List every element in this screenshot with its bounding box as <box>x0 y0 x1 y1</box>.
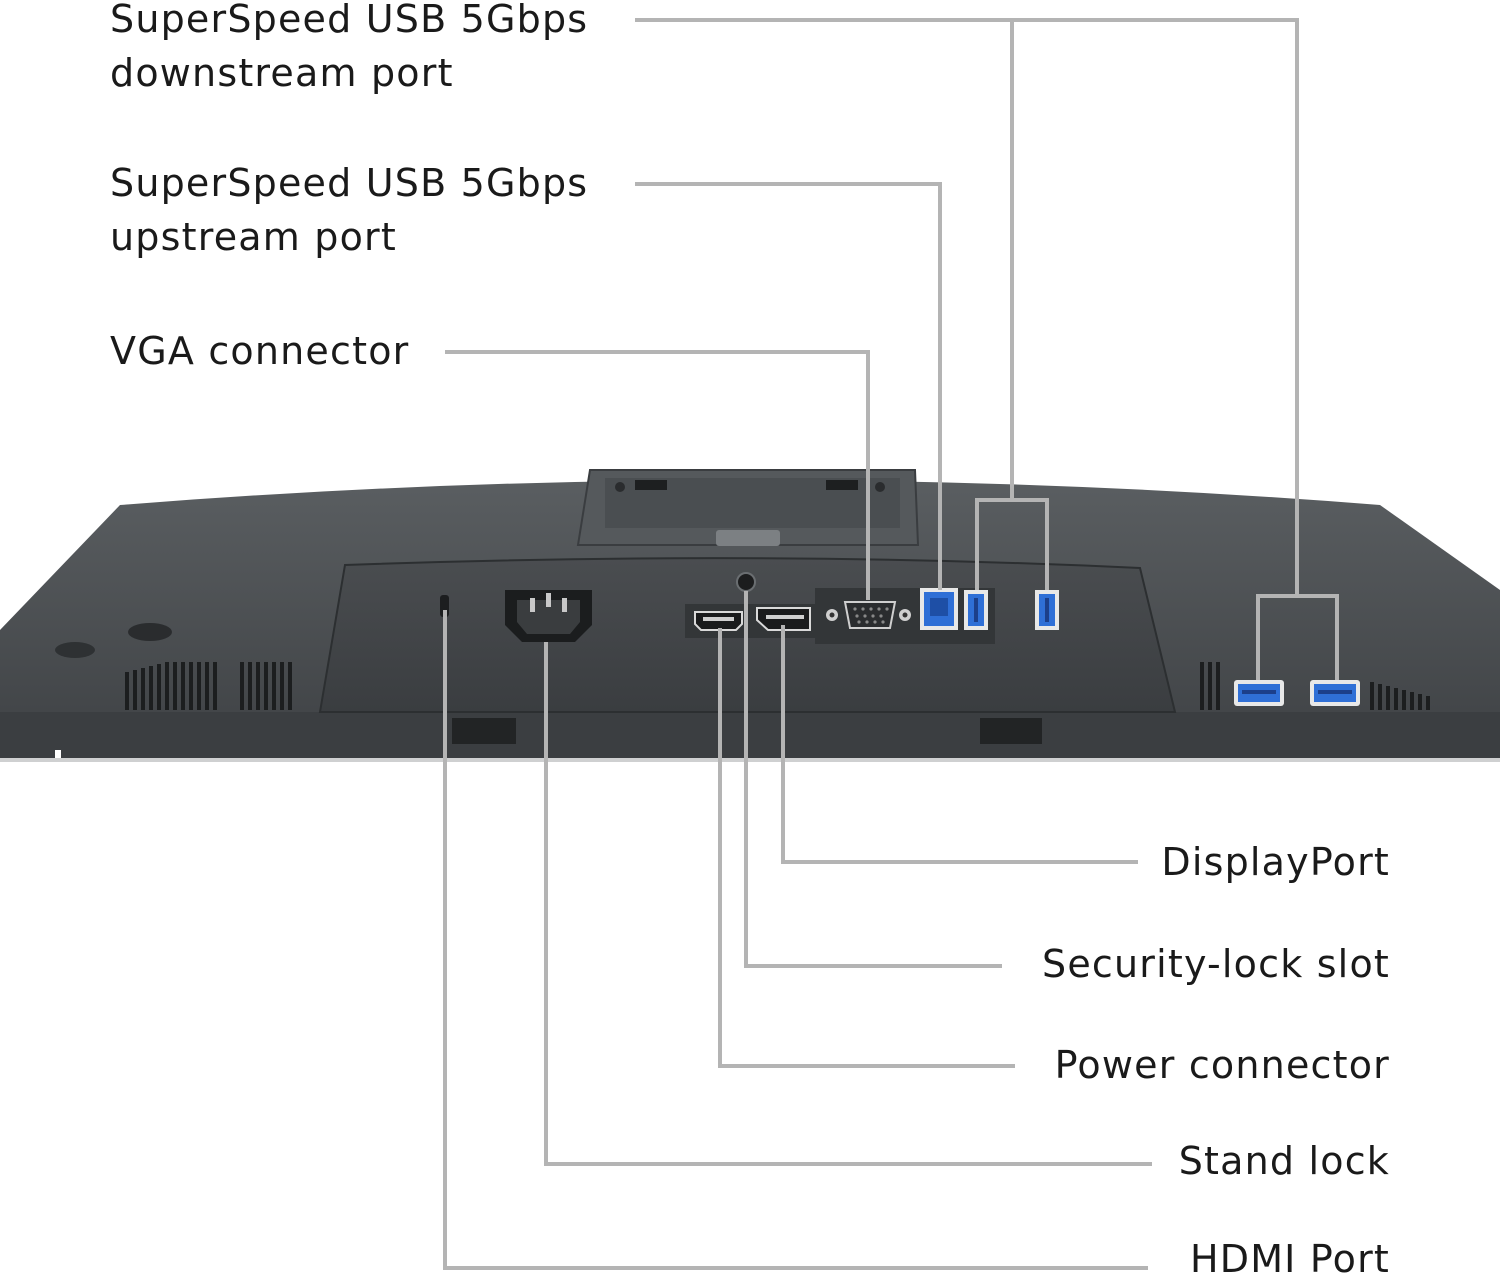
leader-usb-downstream <box>635 18 1299 596</box>
right-vent <box>1200 662 1430 710</box>
leader-hdmi <box>443 610 1148 1270</box>
label-security-lock: Security-lock slot <box>1042 942 1390 986</box>
usb-downstream-side-left <box>1234 680 1284 706</box>
vga-connector <box>826 601 911 629</box>
usb-upstream-connector <box>920 588 958 630</box>
hdmi-connector <box>694 611 743 631</box>
label-displayport: DisplayPort <box>1161 840 1390 884</box>
leader-security-lock <box>744 591 1002 968</box>
displayport-connector <box>756 607 811 631</box>
power-connector <box>505 590 592 642</box>
leader-displayport <box>781 625 1138 864</box>
leader-stand-lock <box>544 642 1152 1166</box>
usb-downstream-bay-left <box>964 590 988 630</box>
label-hdmi-port: HDMI Port <box>1189 1237 1390 1281</box>
monitor-bottom-edge <box>0 712 1500 760</box>
leader-usb-upstream <box>635 182 942 590</box>
label-vga: VGA connector <box>110 329 410 373</box>
security-lock-hole <box>736 572 756 592</box>
leader-power <box>718 628 1015 1068</box>
usb-downstream-side-right <box>1310 680 1360 706</box>
leader-lines <box>443 18 1339 1270</box>
leader-vga <box>445 350 870 600</box>
label-usb-upstream-line2: upstream port <box>110 215 397 259</box>
left-vent <box>125 662 292 710</box>
label-usb-downstream: SuperSpeed USB 5Gbps downstream port <box>110 0 588 100</box>
label-stand-lock: Stand lock <box>1178 1139 1390 1183</box>
label-usb-upstream: SuperSpeed USB 5Gbps upstream port <box>110 156 588 264</box>
usb-downstream-bay-right <box>1035 590 1059 630</box>
label-usb-downstream-line2: downstream port <box>110 51 454 95</box>
label-usb-upstream-line1: SuperSpeed USB 5Gbps <box>110 161 589 205</box>
label-usb-downstream-line1: SuperSpeed USB 5Gbps <box>110 0 589 41</box>
label-power-connector: Power connector <box>1054 1043 1390 1087</box>
